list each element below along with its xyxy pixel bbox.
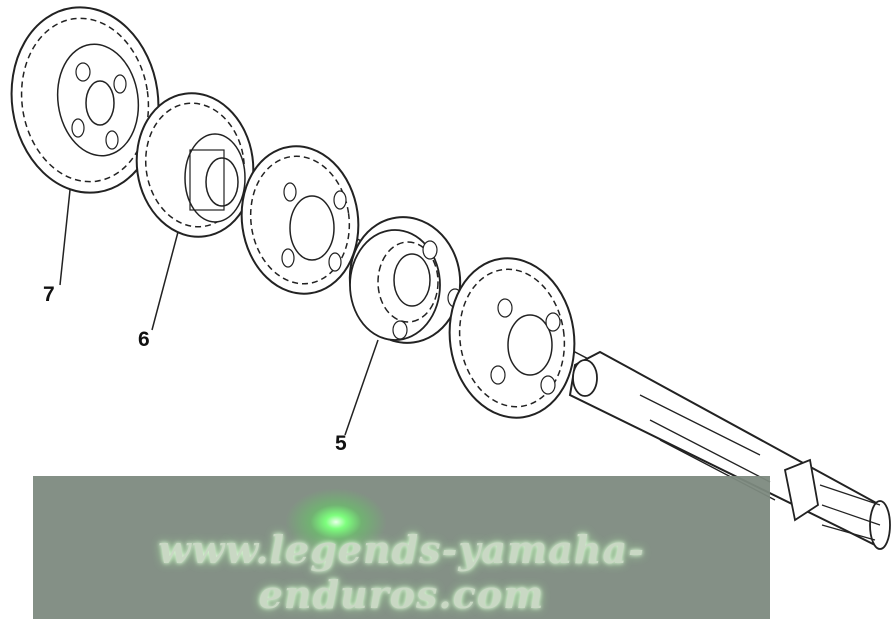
gear-middle xyxy=(240,145,360,295)
gear-5 xyxy=(348,216,463,344)
leader-6 xyxy=(151,231,179,331)
splined-shaft xyxy=(568,350,891,550)
watermark-panel xyxy=(33,476,770,619)
gear-7 xyxy=(10,6,160,194)
leader-7 xyxy=(59,189,71,286)
gear-small xyxy=(448,257,576,419)
watermark-url: www.legends-yamaha-enduros.com xyxy=(158,527,645,617)
leader-5 xyxy=(344,339,379,436)
callout-part-6: 6 xyxy=(138,328,150,351)
callout-part-7: 7 xyxy=(43,283,55,306)
gear-6 xyxy=(135,92,255,238)
glow-flare-icon xyxy=(276,482,396,562)
callout-part-5: 5 xyxy=(335,432,347,455)
